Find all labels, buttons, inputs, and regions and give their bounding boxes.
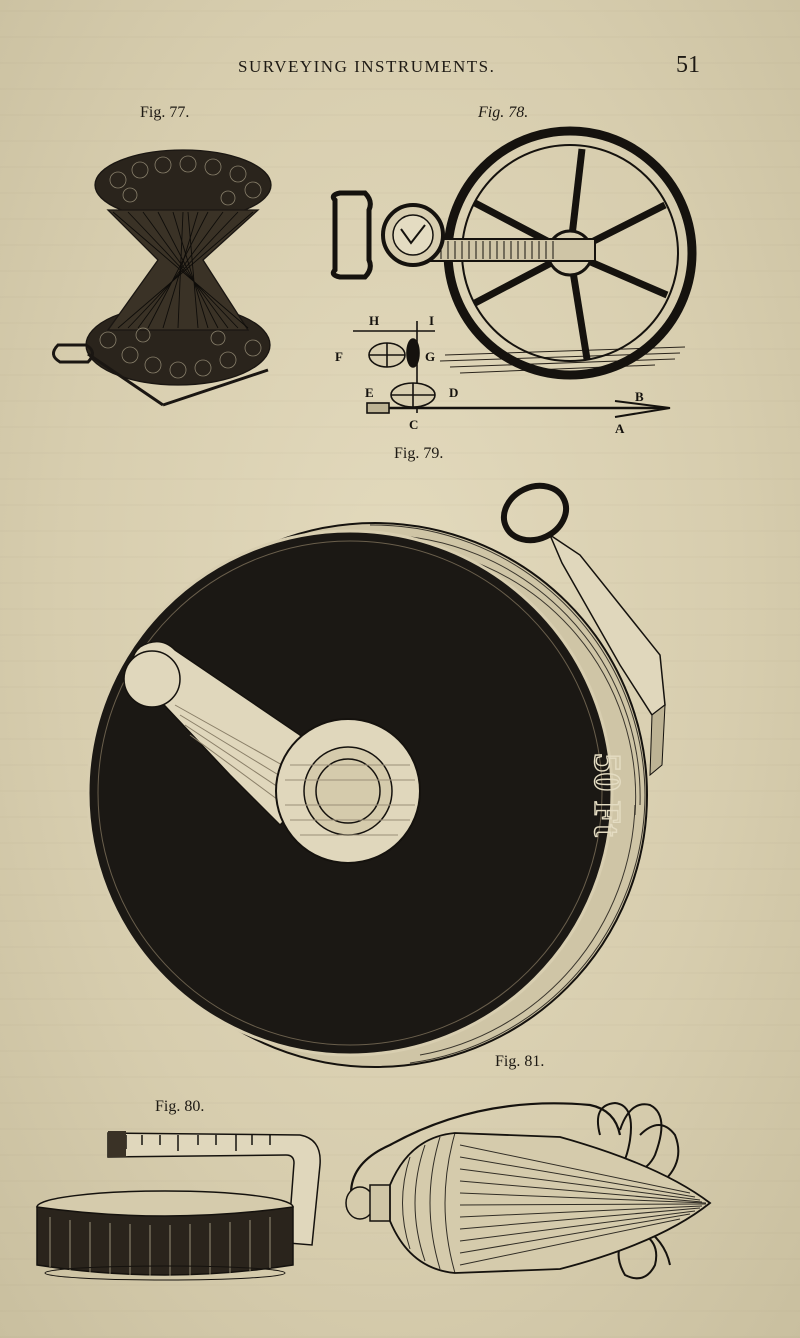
fig-80-caption: Fig. 80. — [155, 1098, 205, 1115]
label-a: A — [615, 421, 625, 436]
page-number: 51 — [676, 52, 700, 78]
measuring-tape-reel-icon: 50 Ft — [86, 482, 666, 1068]
fig-81-caption: Fig. 81. — [495, 1053, 545, 1070]
fig-78-caption: Fig. 78. — [478, 104, 529, 121]
label-b: B — [635, 389, 644, 404]
label-f: F — [335, 349, 343, 364]
svg-text:50 Ft: 50 Ft — [586, 753, 628, 837]
label-i: I — [429, 313, 434, 328]
surveyor-chain-bundle-icon — [52, 149, 272, 407]
odometer-wheel-icon: H I F G E D B C A — [330, 126, 697, 436]
label-e: E — [365, 385, 374, 400]
fig-79-caption: Fig. 79. — [394, 445, 444, 462]
plumb-bob-icon — [345, 1101, 712, 1280]
page-header: SURVEYING INSTRUMENTS. 51 — [0, 52, 800, 85]
label-h: H — [369, 313, 379, 328]
tape-length-label: 50 Ft — [585, 753, 628, 838]
fig-77-caption: Fig. 77. — [140, 104, 190, 121]
pocket-tape-measure-icon — [36, 1131, 321, 1281]
label-g: G — [425, 349, 435, 364]
label-c: C — [409, 417, 418, 432]
label-d: D — [449, 385, 458, 400]
running-head: SURVEYING INSTRUMENTS. — [238, 57, 496, 76]
